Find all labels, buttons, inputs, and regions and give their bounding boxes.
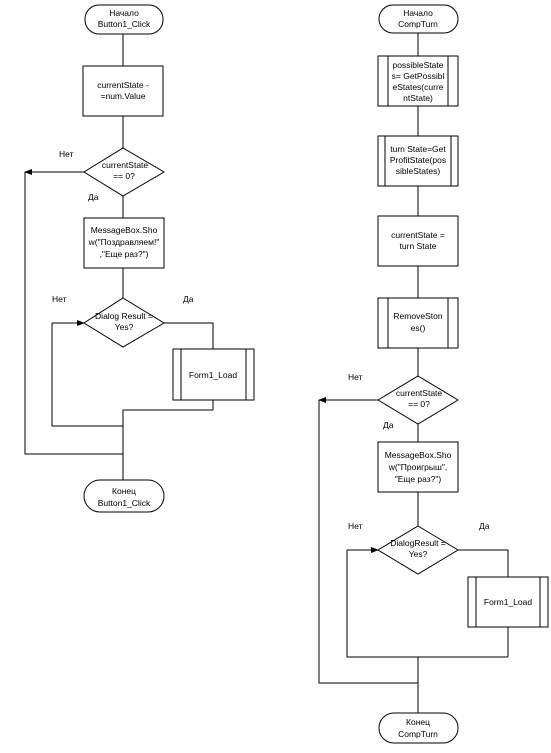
decision2-label-line1: Dialog Result = [95, 311, 153, 321]
get-profit-label-line1: turn State=Get [390, 144, 446, 154]
decision-dialog-result [83, 297, 165, 348]
decision1-yes-label: Да [88, 192, 99, 202]
decision2-label-line2: Yes? [409, 549, 428, 559]
decision2-yes-label: Да [479, 521, 490, 531]
end-label-line1: Конец [112, 486, 136, 496]
start-terminator [84, 4, 164, 35]
decision-dialog-result [377, 525, 459, 575]
decision1-no-label: Нет [348, 372, 363, 382]
messagebox-label-line1: MessageBox.Sho [385, 450, 452, 460]
connector [318, 400, 419, 684]
get-states-label-line3: eStates(curre [392, 82, 443, 92]
form-load-label: Form1_Load [484, 597, 532, 607]
end-label-line1: Конец [406, 717, 430, 727]
messagebox-process-box [83, 217, 165, 269]
messagebox-label-line1: MessageBox.Sho [91, 225, 158, 235]
assign-process-box [377, 215, 459, 267]
right-flowchart: Начало CompTurn possibleState s= GetPoss… [318, 4, 549, 744]
connector [164, 322, 214, 349]
start-label-line2: CompTurn [398, 19, 438, 29]
form-load-subroutine-box [172, 348, 255, 401]
messagebox-label-line2: w("Поздравляем!" [88, 237, 160, 247]
assign-label-line2: turn State [400, 241, 437, 251]
decision2-label-line1: DialogResult = [390, 538, 446, 548]
form-load-label: Form1_Load [189, 370, 237, 380]
connector [24, 172, 124, 455]
messagebox-label-line3: ,"Еще раз?") [100, 249, 149, 259]
start-label-line1: Начало [403, 8, 433, 18]
decision1-label-line1: currentState [396, 388, 443, 398]
decision1-label-line2: == 0? [113, 171, 135, 181]
start-label-line1: Начало [109, 8, 139, 18]
remove-stones-subroutine-box [377, 297, 459, 349]
decision-current-state [377, 375, 459, 425]
start-label-line2: Button1_Click [98, 19, 151, 29]
get-profit-label-line2: ProfitState(pos [390, 155, 446, 165]
remove-label-line1: RemoveSton [393, 311, 442, 321]
decision1-yes-label: Да [383, 420, 394, 430]
start-terminator [378, 4, 459, 34]
remove-label-line2: es() [411, 323, 426, 333]
end-label-line2: CompTurn [398, 729, 438, 739]
end-terminator [83, 479, 165, 513]
get-profit-state-subroutine-box [377, 135, 459, 187]
assign-label-line1: currentState = [391, 230, 445, 240]
assign-process-box [82, 65, 164, 117]
connector [346, 550, 508, 658]
form-load-subroutine-box [467, 576, 549, 628]
end-label-line2: Button1_Click [98, 498, 151, 508]
connector [458, 549, 509, 577]
decision1-label-line1: currentState [102, 160, 149, 170]
decision2-label-line2: Yes? [115, 322, 134, 332]
messagebox-label-line3: "Еще раз?") [395, 474, 442, 484]
assign-label-line2: =num.Value [101, 91, 146, 101]
decision2-yes-label: Да [183, 294, 194, 304]
decision-current-state [83, 147, 165, 197]
get-possible-states-subroutine-box [377, 55, 459, 107]
left-flowchart: Начало Button1_Click currentState - =num… [24, 4, 255, 513]
messagebox-label-line2: w("Проигрыш", [388, 462, 447, 472]
get-states-label-line4: ntState) [403, 93, 433, 103]
get-states-label-line1: possibleState [392, 60, 443, 70]
messagebox-process-box [377, 441, 459, 493]
end-terminator [378, 712, 459, 744]
decision2-no-label: Нет [52, 294, 67, 304]
decision1-label-line2: == 0? [408, 399, 430, 409]
get-profit-label-line3: sibleStates) [396, 166, 441, 176]
decision2-no-label: Нет [348, 521, 363, 531]
get-states-label-line2: s= GetPossibl [392, 71, 445, 81]
assign-label-line1: currentState - [97, 80, 149, 90]
decision1-no-label: Нет [59, 149, 74, 159]
